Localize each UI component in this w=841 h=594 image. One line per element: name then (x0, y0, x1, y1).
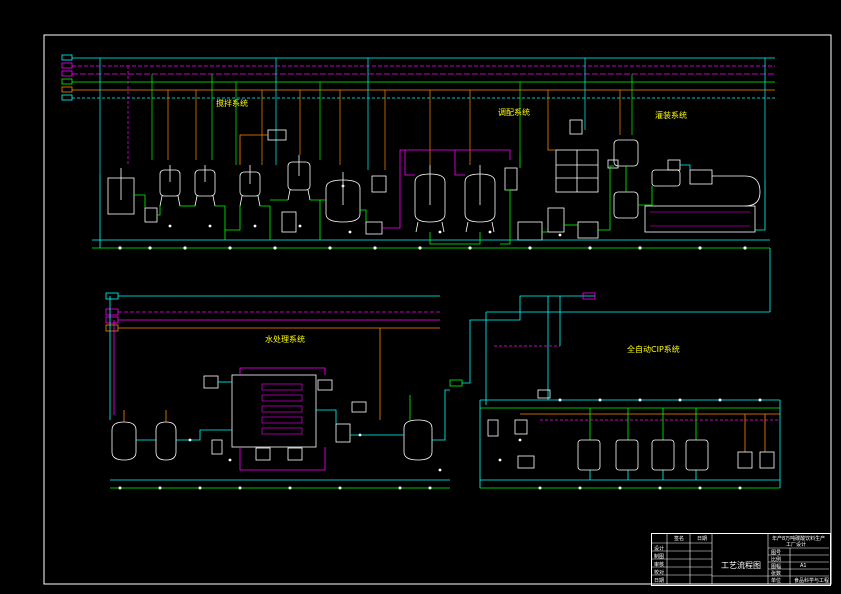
tb-right-value-4: 食品科学与工程 (794, 578, 830, 584)
buffer-tank-1 (613, 139, 639, 167)
cip-tank-acid (577, 439, 601, 471)
tb-right-label-2: 图幅 (771, 564, 782, 570)
drawing-border (43, 34, 832, 585)
tb-col-signature: 签名 (674, 536, 685, 542)
header-pipe-tags (61, 54, 73, 101)
label-cip-system: 全自动CIP系统 (627, 345, 680, 354)
cip-tank-alkali (615, 439, 639, 471)
mixing-large-tank (325, 179, 361, 223)
tb-row-draw: 制图 (654, 554, 665, 560)
tb-drawing-title: 工艺流程图 (721, 561, 761, 570)
label-water-treatment-system: 水处理系统 (265, 335, 305, 344)
cip-tank-hot-water (651, 439, 675, 471)
filling-equipment (555, 119, 761, 233)
tb-row-check: 校对 (654, 570, 665, 576)
blending-equipment (414, 165, 599, 241)
mixing-equipment (107, 129, 387, 235)
cip-equipment (487, 389, 775, 471)
water-pipes (110, 295, 570, 489)
valves-cip (498, 398, 762, 490)
tb-row-design: 设计 (654, 546, 665, 552)
tb-right-label-0: 图号 (771, 550, 782, 556)
header-drops (99, 58, 766, 180)
label-blending-system: 调配系统 (498, 108, 530, 117)
tb-right-label-4: 单位 (771, 578, 782, 584)
tb-right-value-2: A1 (800, 563, 807, 569)
process-pipes-top (92, 120, 770, 249)
cip-tank-recovery (685, 439, 709, 471)
cip-pipes (479, 248, 781, 489)
raw-water-tank (111, 421, 137, 461)
ro-membrane-rack (231, 374, 317, 448)
tb-row-review: 审核 (654, 562, 665, 568)
tb-project-line2: 工厂设计 (786, 542, 807, 548)
buffer-tank-2 (613, 191, 639, 219)
tb-right-label-1: 比例 (771, 557, 782, 563)
label-filling-system: 灌装系统 (655, 111, 687, 120)
tb-col-date: 日期 (697, 536, 708, 542)
valves-water (118, 433, 442, 490)
tb-project-line1: 年产8万吨碳酸饮料生产 (772, 536, 826, 542)
tb-right-label-3: 张数 (771, 571, 782, 577)
title-block-grid (651, 533, 829, 584)
blending-tank-1 (414, 173, 446, 223)
label-mixing-system: 搅拌系统 (216, 99, 248, 108)
sand-filter (155, 421, 177, 461)
title-block (651, 533, 831, 586)
filling-machine (651, 169, 681, 187)
tunnel-pasteurizer (644, 205, 756, 233)
blending-tank-2 (464, 173, 496, 223)
tb-row-date: 日期 (654, 578, 665, 584)
valves-top (118, 224, 747, 250)
water-header-pipes (105, 292, 440, 420)
header-pipes (72, 57, 775, 99)
pure-water-tank (403, 419, 433, 461)
water-equipment (111, 374, 463, 461)
